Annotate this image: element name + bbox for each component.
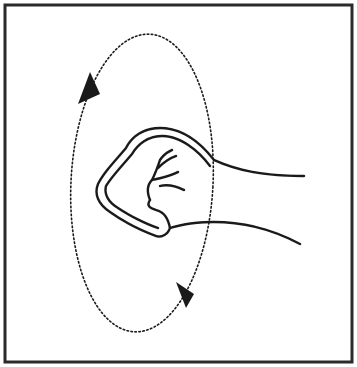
circular-path-icon <box>63 30 220 335</box>
fist-icon <box>97 128 305 244</box>
arrow-up-icon <box>78 72 100 104</box>
frame-border <box>5 5 352 362</box>
